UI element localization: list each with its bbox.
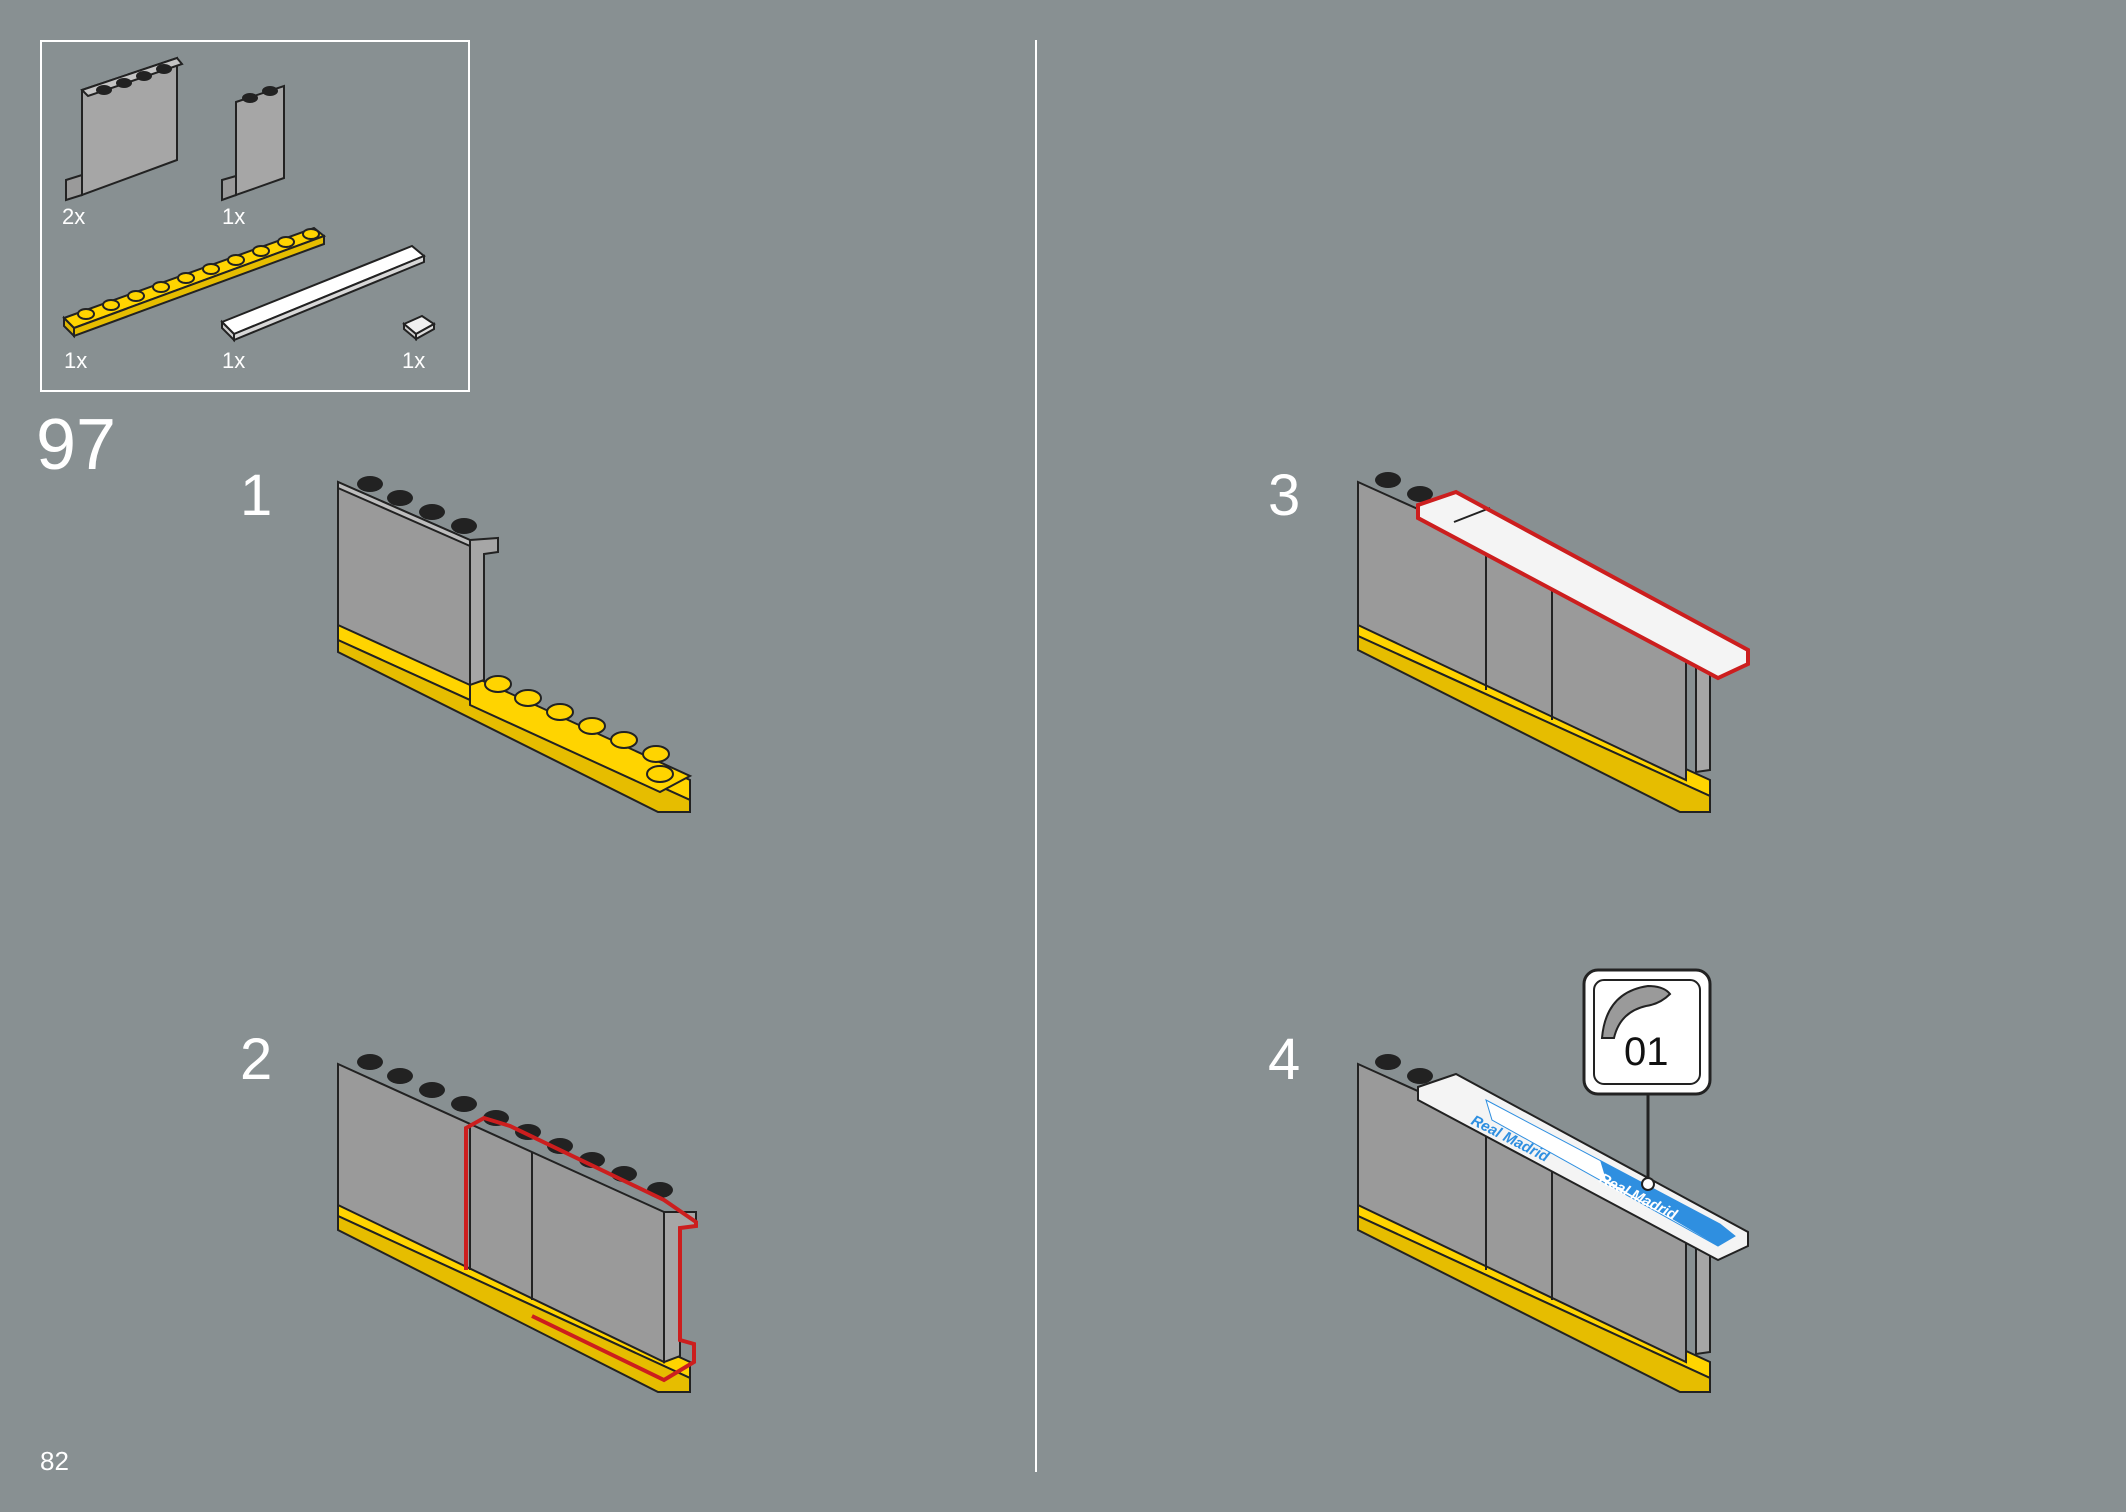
part-panel-1x2x3 — [221, 84, 285, 202]
part-qty: 2x — [62, 204, 86, 229]
part-qty: 1x — [402, 348, 426, 373]
parts-list-box — [40, 40, 470, 392]
part-panel-1x4x3 — [65, 56, 184, 202]
substep-label: 3 — [1268, 463, 1301, 528]
sticker-callout-label: 01 — [1624, 1030, 1669, 1074]
part-tile-1x8-white — [220, 244, 426, 343]
substep-label: 2 — [240, 1027, 273, 1092]
page-number: 82 — [40, 1446, 69, 1476]
part-tile-1x1-white — [402, 314, 436, 342]
step-number: 97 — [36, 405, 117, 485]
part-qty: 1x — [222, 348, 246, 373]
part-qty: 1x — [64, 348, 88, 373]
page-divider — [1035, 40, 1037, 1472]
substep-label: 1 — [240, 463, 273, 528]
part-qty: 1x — [222, 204, 246, 229]
part-plate-1x10-yellow — [62, 226, 327, 339]
substep-label: 4 — [1268, 1027, 1301, 1092]
